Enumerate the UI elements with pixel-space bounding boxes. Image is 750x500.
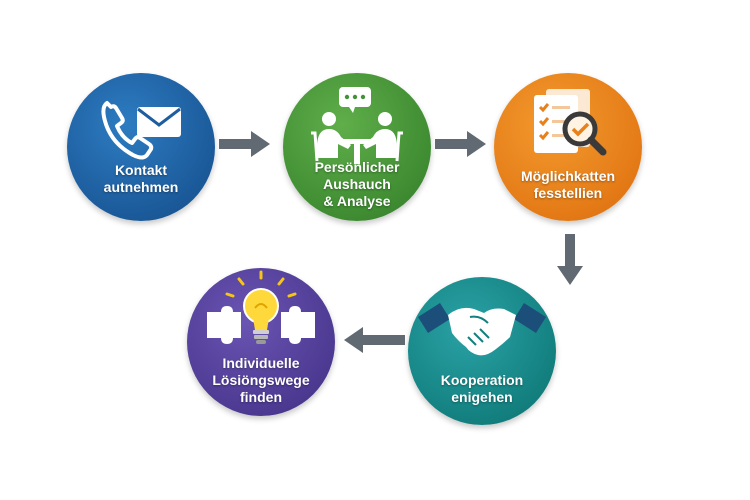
meeting-icon <box>283 73 431 165</box>
step-cooperation: Kooperation enigehen <box>408 277 556 425</box>
handshake-icon <box>408 277 556 369</box>
phone-mail-icon <box>67 73 215 165</box>
label-line: Kooperation <box>440 371 524 388</box>
step-solutions: Individuelle Lösiöngswege finden <box>187 268 335 416</box>
label-line: autnehmen <box>103 178 179 195</box>
step-possibilities: Möglichkatten fesstellien <box>494 73 642 221</box>
arrow-left <box>344 327 405 353</box>
step-label: Kontakt autnehmen <box>67 162 215 196</box>
label-line: finden <box>240 389 282 406</box>
label-line: fesstellien <box>533 184 603 201</box>
label-line: Möglichkatten <box>520 167 616 184</box>
step-label: Kooperation enigehen <box>408 372 556 406</box>
label-line: Lösiöngswege <box>212 372 310 389</box>
label-line: Kontakt <box>114 161 168 178</box>
lightbulb-puzzle-icon <box>187 268 335 360</box>
arrow-right-2 <box>435 131 486 157</box>
label-line: Persönlicher <box>314 158 400 175</box>
label-line: Individuelle <box>222 355 300 372</box>
step-contact: Kontakt autnehmen <box>67 73 215 221</box>
label-line: & Analyse <box>323 192 391 209</box>
label-line: Aushauch <box>323 175 391 192</box>
label-line: enigehen <box>451 388 513 405</box>
step-label: Möglichkatten fesstellien <box>494 168 642 202</box>
arrow-right-1 <box>219 131 270 157</box>
arrow-down <box>557 234 583 285</box>
step-meeting: Persönlicher Aushauch & Analyse <box>283 73 431 221</box>
step-label: Persönlicher Aushauch & Analyse <box>283 159 431 210</box>
step-label: Individuelle Lösiöngswege finden <box>187 355 335 406</box>
checklist-search-icon <box>494 73 642 165</box>
